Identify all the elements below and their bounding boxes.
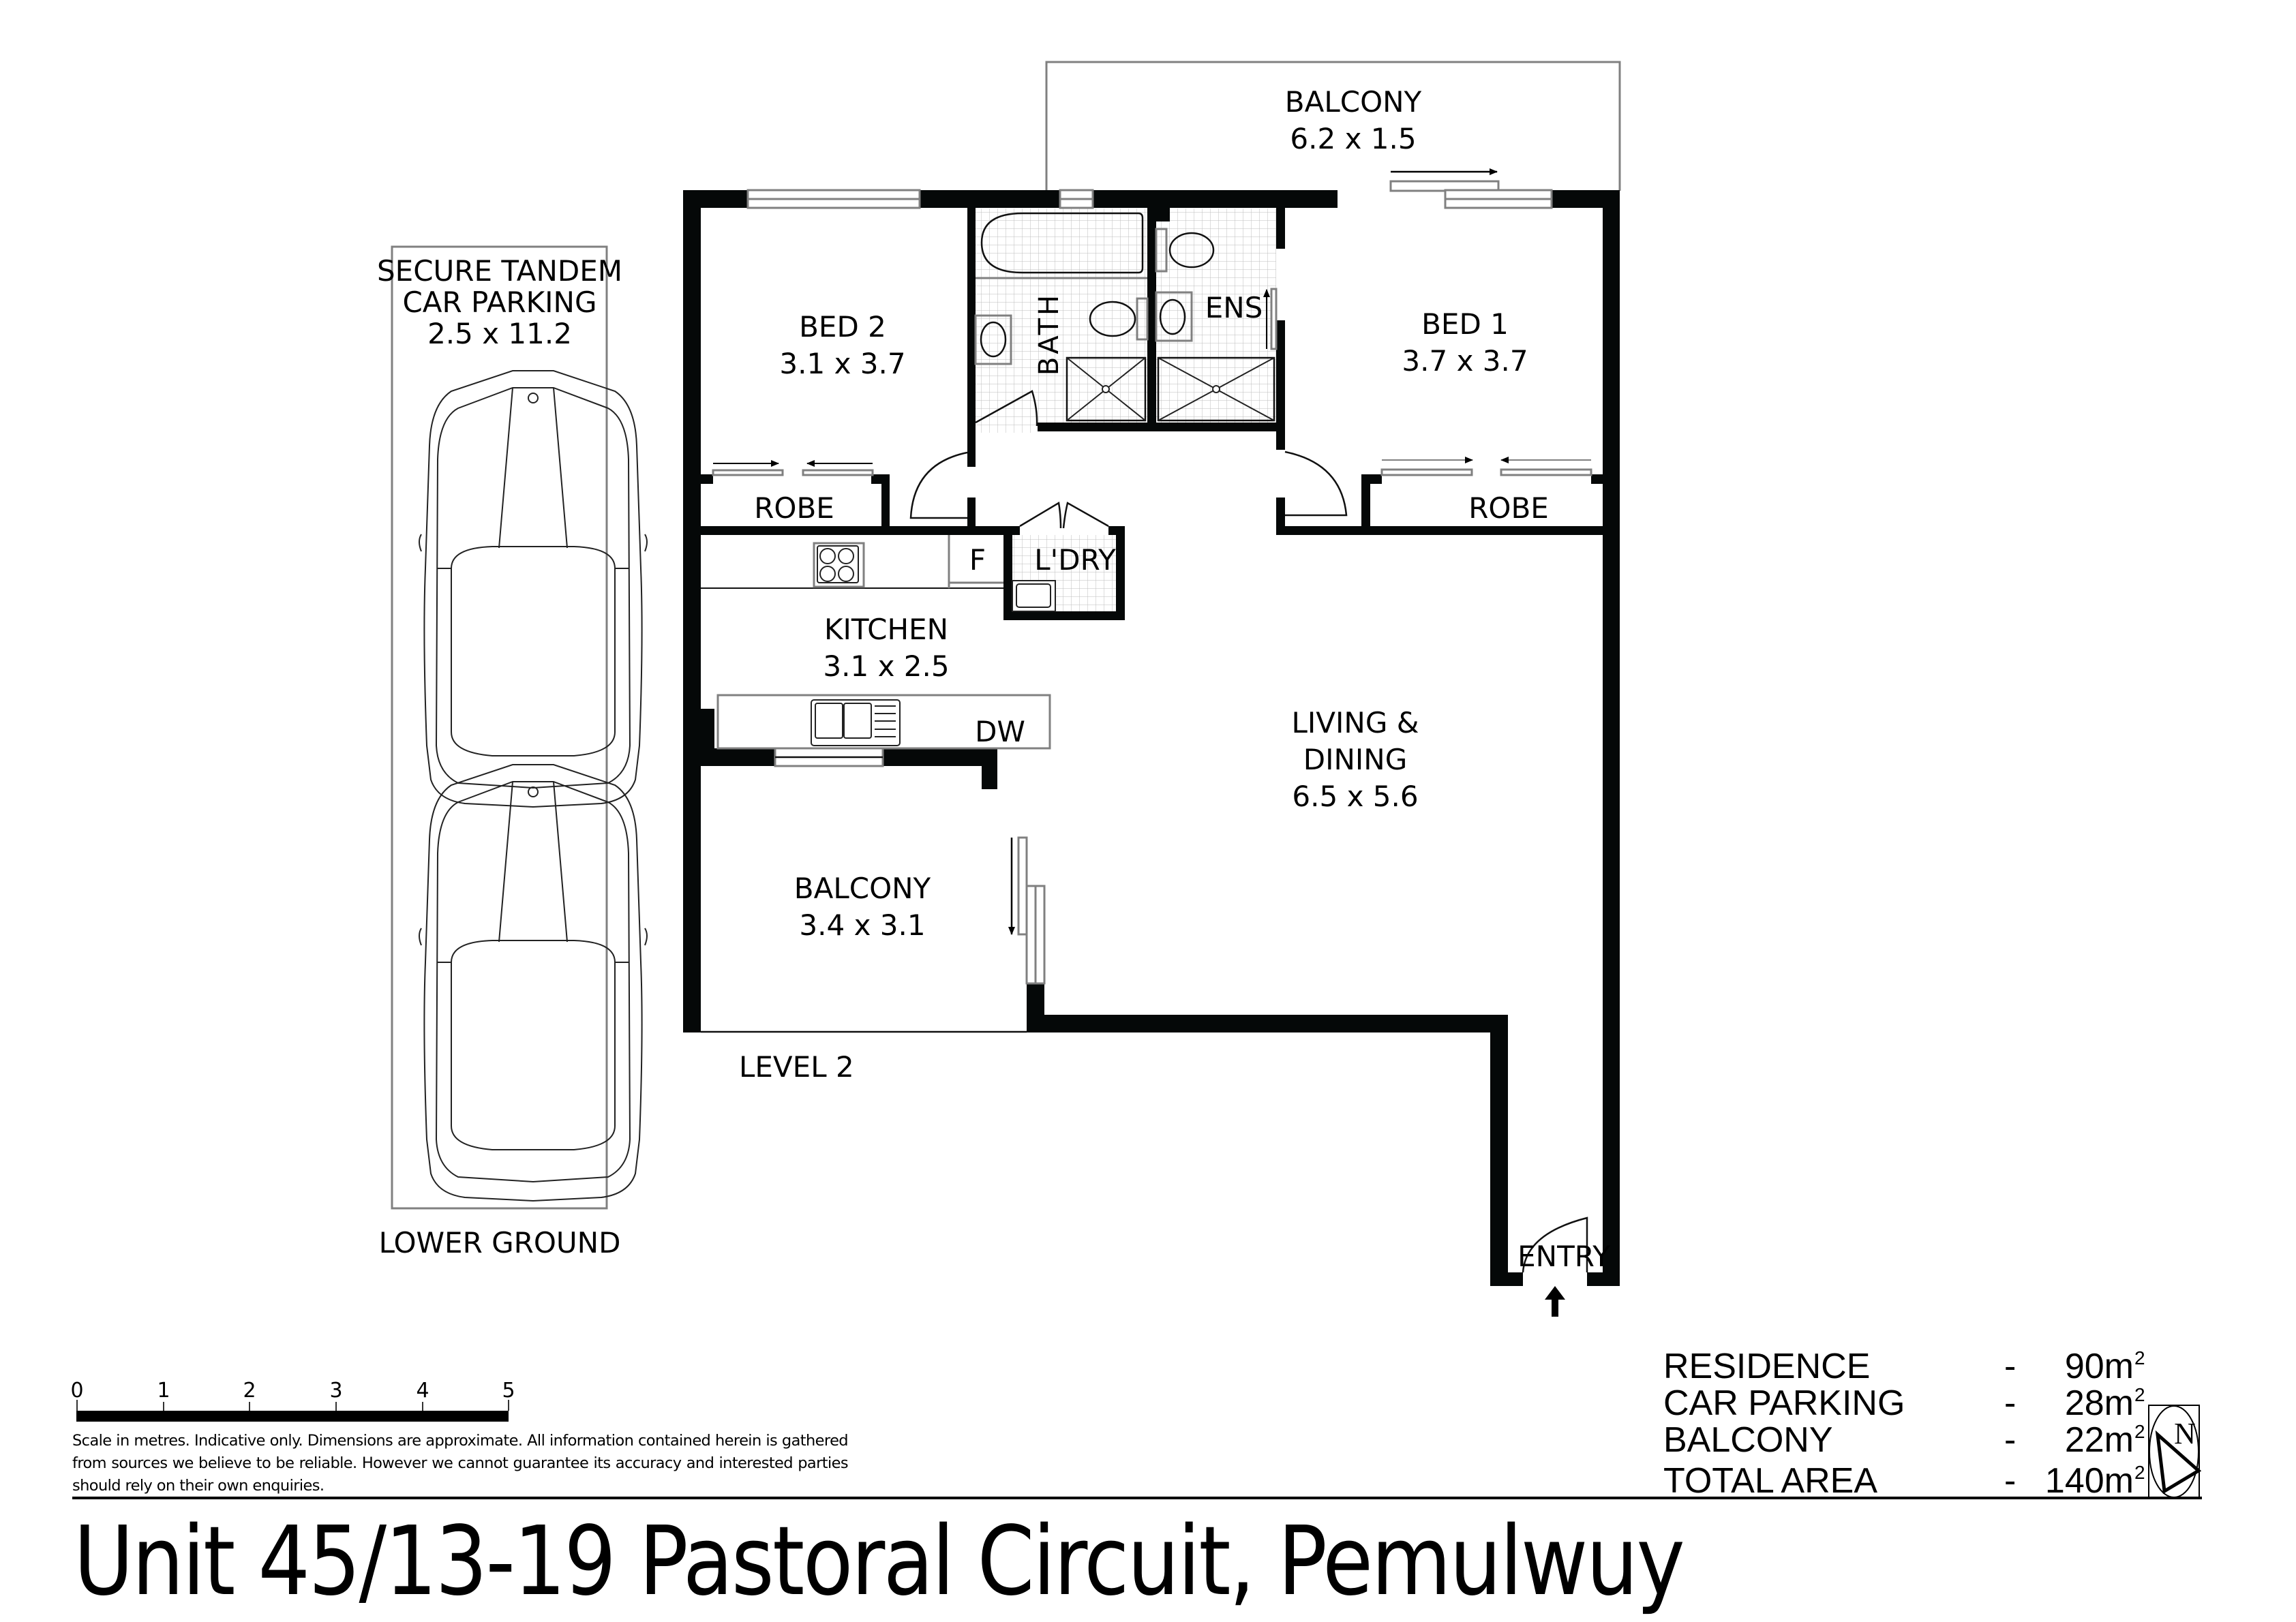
bath-toilet-icon (1089, 301, 1136, 337)
living-name: LIVING & (1292, 706, 1419, 739)
lower-ground-label: LOWER GROUND (379, 1226, 621, 1259)
svg-text:2: 2 (2134, 1462, 2145, 1483)
parking-size: 2.5 x 11.2 (427, 317, 572, 350)
bath-door (975, 390, 1038, 427)
bathtub-icon (980, 212, 1144, 274)
ens-toilet-icon (1168, 232, 1215, 269)
bed2-door (909, 451, 968, 519)
balcony-slider-1 (1017, 836, 1028, 936)
side-balcony-size: 3.4 x 3.1 (799, 908, 925, 942)
area-label-residence: RESIDENCE (1663, 1347, 1870, 1386)
property-title: Unit 45/13-19 Pastoral Circuit, Pemulwuy (74, 1506, 1685, 1617)
kitchen-island-bench (716, 694, 1051, 750)
scale-bar: 0 1 2 3 4 5 (70, 1379, 515, 1422)
entry-arrow-icon (1545, 1286, 1565, 1317)
area-value-parking: 28m (2065, 1383, 2134, 1423)
top-balcony-boundary (1045, 61, 1621, 191)
bed2-name: BED 2 (799, 310, 886, 343)
svg-text:1: 1 (157, 1379, 170, 1403)
top-balcony-size: 6.2 x 1.5 (1290, 122, 1416, 155)
entry-door (1522, 1216, 1588, 1273)
parking-boundary (391, 245, 608, 1210)
svg-text:2: 2 (2134, 1421, 2145, 1442)
laundry-label: L'DRY (1034, 543, 1116, 577)
robe-left-sliders (712, 460, 874, 476)
svg-text:-: - (2004, 1420, 2016, 1460)
living-size: 6.5 x 5.6 (1292, 780, 1418, 813)
svg-text:2: 2 (2134, 1347, 2145, 1368)
living-name-2: DINING (1303, 743, 1408, 776)
side-balcony-name: BALCONY (794, 872, 931, 905)
bath-shower-icon (1066, 356, 1147, 422)
level-label: LEVEL 2 (739, 1050, 854, 1084)
kitchen-size: 3.1 x 2.5 (823, 649, 949, 683)
walls (683, 190, 1620, 1286)
dishwasher-label: DW (975, 715, 1025, 748)
svg-text:0: 0 (70, 1379, 83, 1403)
bath-label: BATH (1033, 292, 1065, 376)
compass-icon: N (2148, 1405, 2202, 1499)
svg-text:2: 2 (243, 1379, 256, 1403)
robe-right-label: ROBE (1468, 491, 1549, 525)
bed2-size: 3.1 x 3.7 (779, 347, 905, 380)
disclaimer-text: Scale in metres. Indicative only. Dimens… (72, 1432, 849, 1495)
entry-label: ENTRY (1517, 1240, 1610, 1273)
svg-text:3: 3 (329, 1379, 342, 1403)
bed1-size: 3.7 x 3.7 (1402, 344, 1528, 378)
area-value-total: 140m (2045, 1461, 2134, 1501)
svg-text:-: - (2004, 1383, 2016, 1423)
area-label-balcony: BALCONY (1663, 1420, 1833, 1460)
svg-text:-: - (2004, 1347, 2016, 1386)
kitchen-name: KITCHEN (824, 613, 948, 646)
area-table: RESIDENCE - 90m 2 CAR PARKING - 28m 2 BA… (1663, 1347, 2145, 1501)
car-icon-1 (419, 370, 648, 808)
svg-text:4: 4 (416, 1379, 429, 1403)
parking-label-line1: SECURE TANDEM (377, 254, 622, 288)
robe-right-sliders (1380, 457, 1592, 476)
cooktop-icon (813, 542, 865, 588)
area-label-total: TOTAL AREA (1663, 1461, 1877, 1501)
top-balcony-name: BALCONY (1285, 85, 1422, 119)
ens-basin-icon (1155, 291, 1193, 342)
svg-text:-: - (2004, 1461, 2016, 1501)
bath-basin-icon (974, 314, 1012, 365)
robe-left-label: ROBE (754, 491, 834, 525)
parking-area: SECURE TANDEM CAR PARKING 2.5 x 11.2 (377, 245, 648, 1210)
ens-shower-icon (1157, 356, 1275, 422)
area-label-parking: CAR PARKING (1663, 1383, 1905, 1423)
area-value-residence: 90m (2065, 1347, 2134, 1386)
laundry-tub-icon (1012, 580, 1056, 612)
ens-label: ENS (1205, 291, 1263, 324)
sink-icon (811, 699, 901, 746)
area-value-balcony: 22m (2065, 1420, 2134, 1460)
fridge-label: F (969, 543, 986, 577)
footer-rule (72, 1497, 2202, 1499)
car-icon-2 (419, 764, 648, 1202)
bed1-name: BED 1 (1421, 307, 1509, 341)
svg-text:N: N (2174, 1417, 2196, 1450)
bed1-door (1284, 450, 1348, 517)
svg-text:2: 2 (2134, 1384, 2145, 1405)
svg-text:5: 5 (502, 1379, 515, 1403)
parking-label-line2: CAR PARKING (402, 286, 596, 319)
laundry-doors (1019, 501, 1109, 529)
